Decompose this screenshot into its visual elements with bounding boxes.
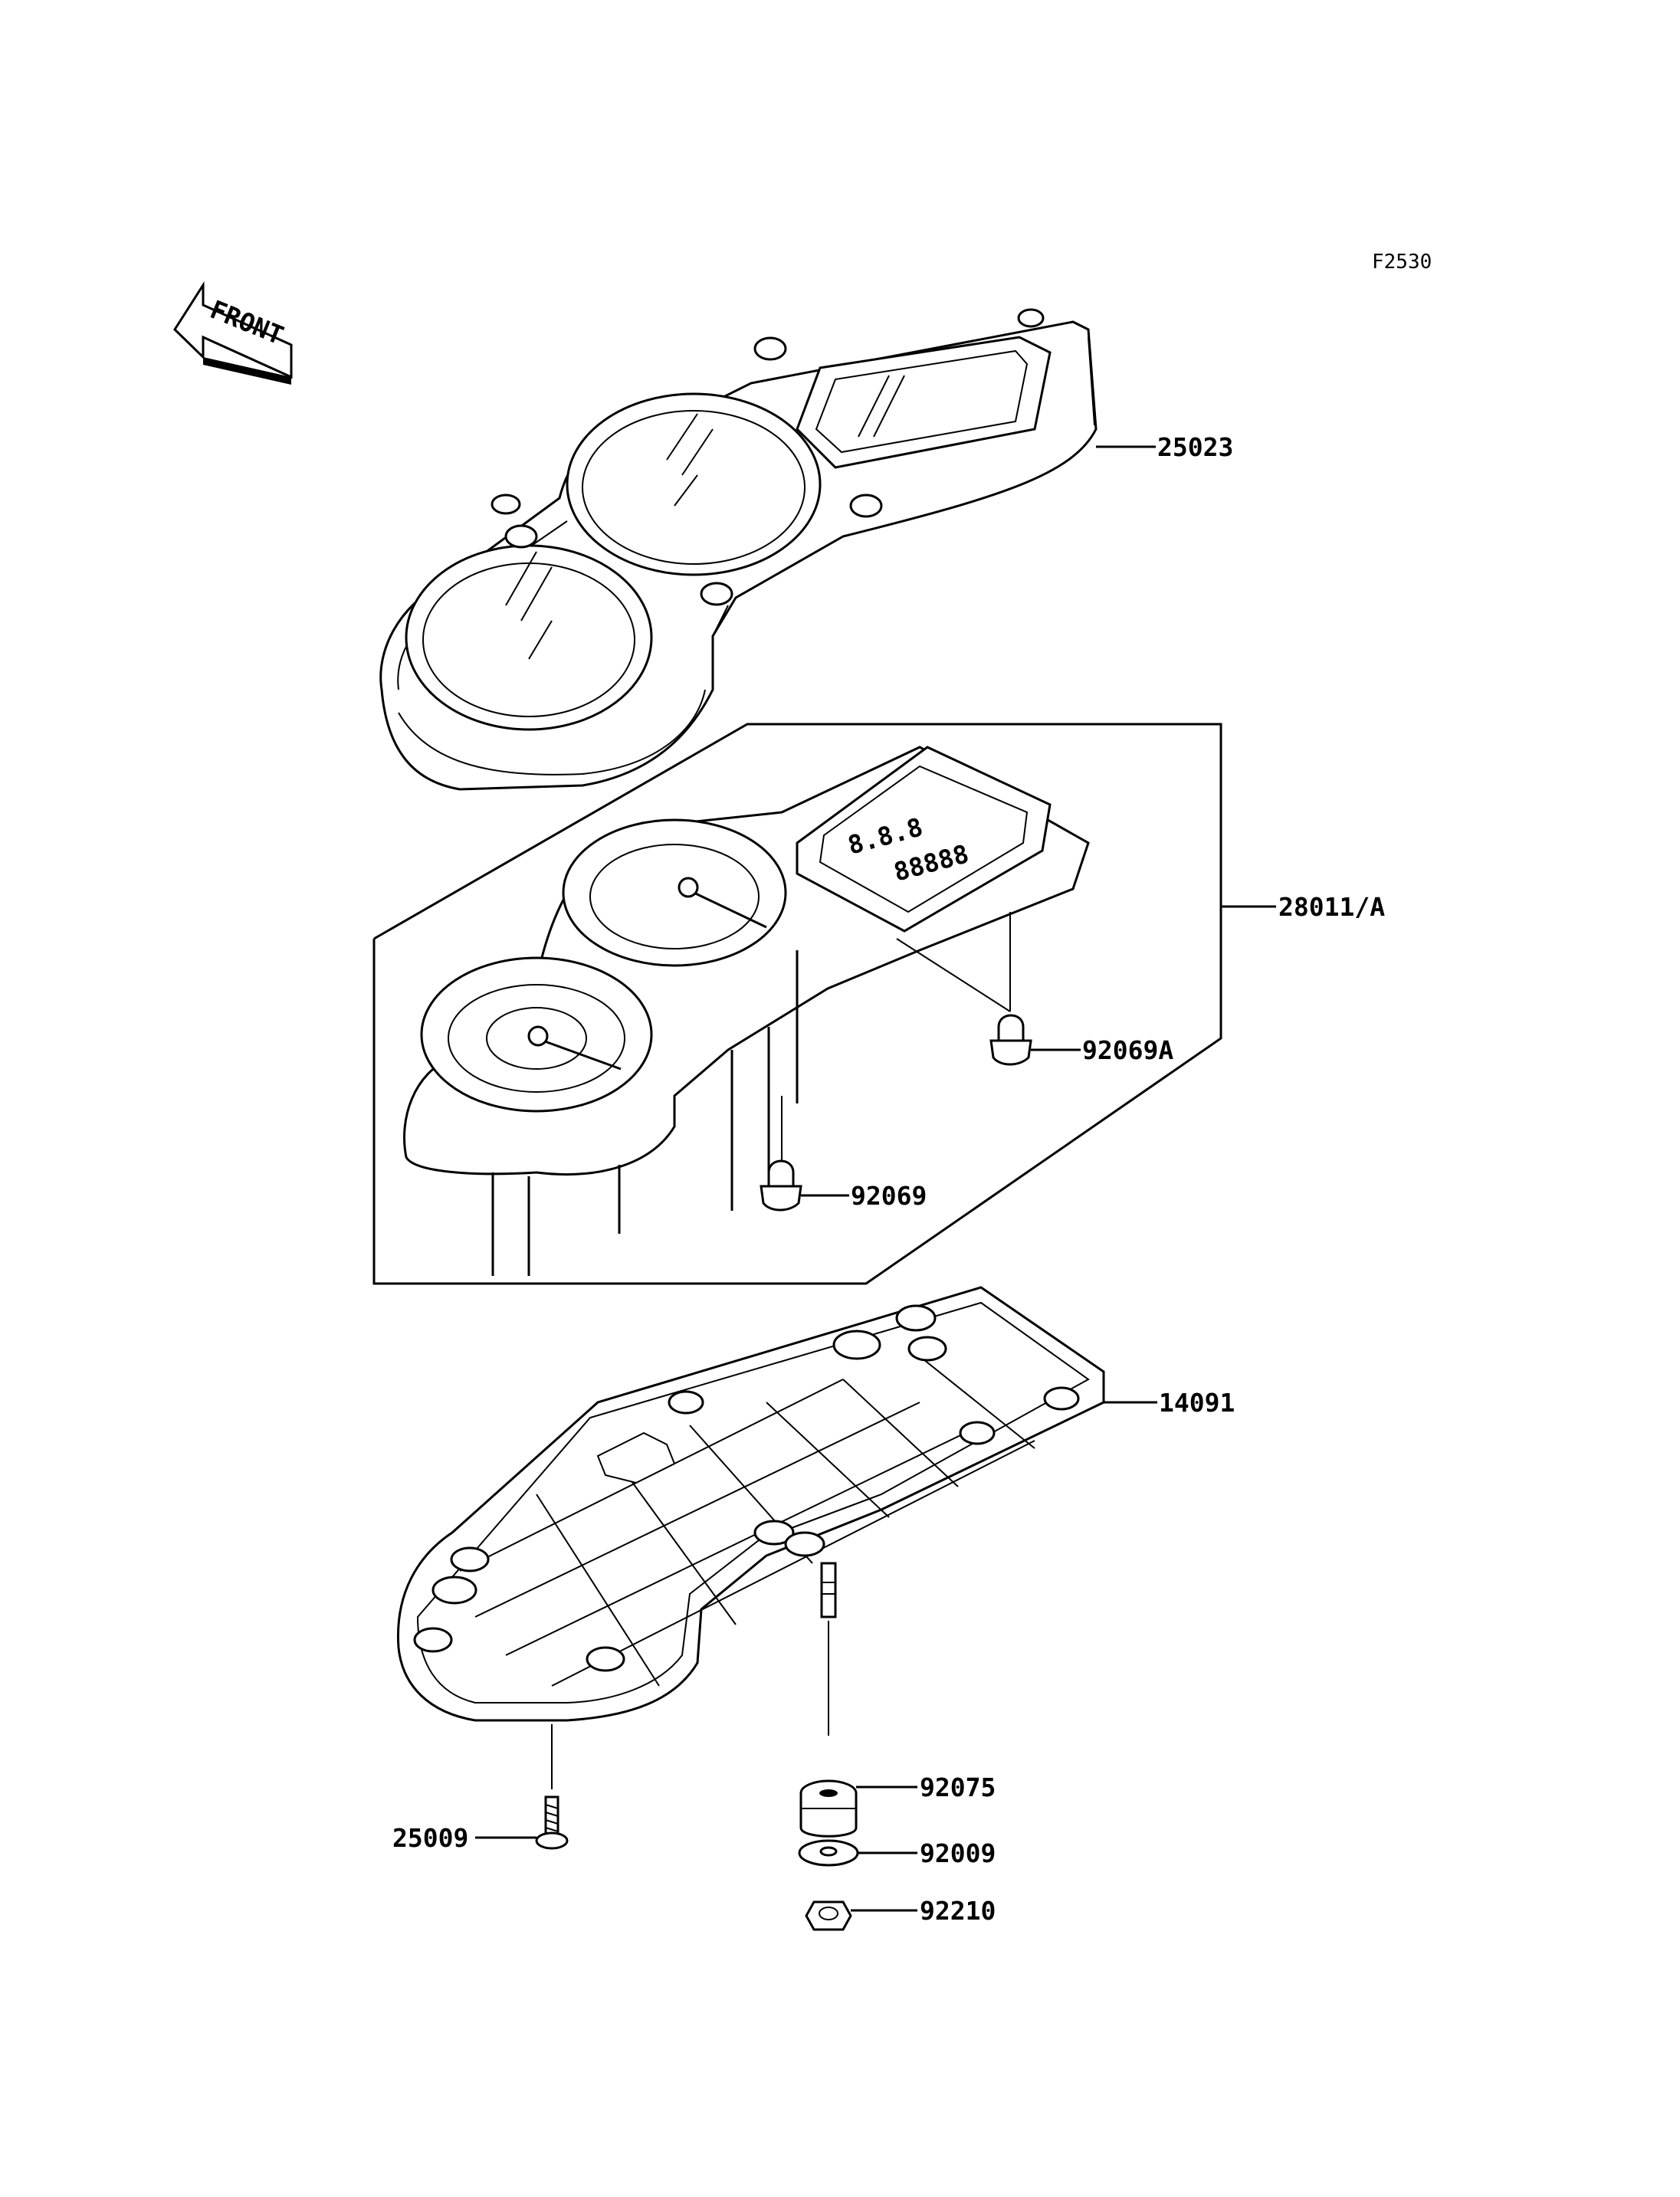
callout-92069: 92069 [851, 1181, 927, 1211]
meter-cover-part [379, 308, 1098, 791]
callout-25009: 92009 [920, 1838, 996, 1868]
washer-part [798, 1839, 859, 1867]
callout-28011-a: 28011/A [1278, 892, 1385, 922]
meter-case-bottom-part [396, 1286, 1105, 1722]
callout-14091: 14091 [1159, 1388, 1235, 1418]
bulb-a-part [989, 1014, 1032, 1066]
callout-92210: 92210 [920, 1896, 996, 1926]
screw-part [535, 1795, 569, 1850]
front-arrow-icon: FRONT [173, 280, 293, 385]
callout-92009: 25009 [392, 1823, 468, 1853]
damper-part [799, 1779, 858, 1838]
bulb-part [760, 1159, 802, 1212]
callout-25023: 25023 [1157, 432, 1233, 462]
nut-part [805, 1900, 852, 1931]
callout-92069a: 92069A [1082, 1035, 1173, 1065]
figure-code: F2530 [1372, 251, 1432, 274]
meter-assembly-part: 8.8.8 88888 [403, 746, 1090, 1276]
callout-92075: 92075 [920, 1772, 996, 1802]
